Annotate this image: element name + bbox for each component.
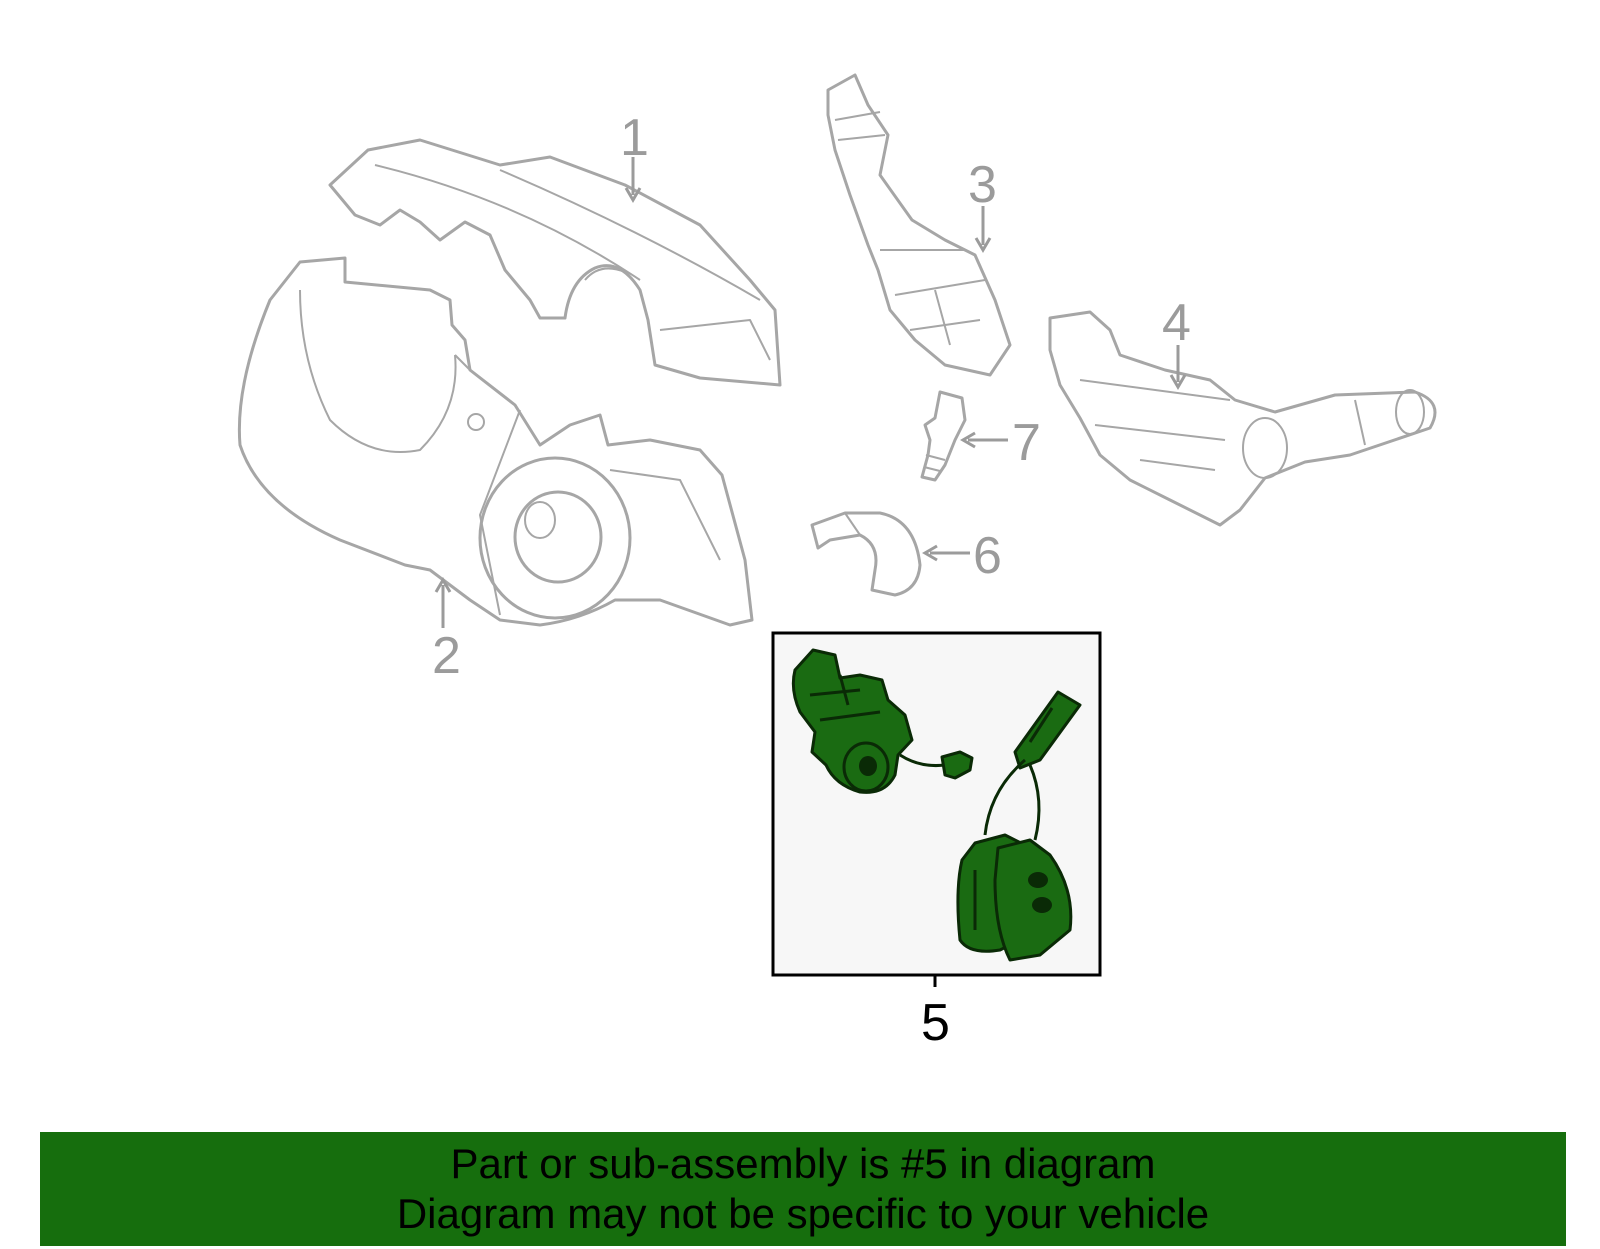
part-5-inset: [771, 631, 1102, 977]
callout-7: 7: [1012, 414, 1041, 472]
part-4-switch-stalk: [1048, 310, 1437, 527]
callout-3: 3: [968, 156, 997, 214]
key-fob-set: [956, 690, 1082, 962]
callout-2: 2: [432, 627, 461, 685]
part-1-upper-shroud: [328, 138, 782, 387]
banner-line-1: Part or sub-assembly is #5 in diagram: [450, 1140, 1156, 1187]
leader-lines: [434, 157, 1187, 987]
banner-line-2: Diagram may not be specific to your vehi…: [396, 1190, 1210, 1237]
callout-5: 5: [921, 994, 950, 1052]
info-banner: Part or sub-assembly is #5 in diagram Di…: [40, 1132, 1566, 1246]
callout-6: 6: [973, 527, 1002, 585]
part-2-lower-shroud: [237, 256, 754, 627]
part-3-switch-stalk: [826, 73, 1012, 377]
part-7-bolt: [920, 390, 967, 482]
part-6-clip: [810, 511, 922, 597]
callout-1: 1: [620, 109, 649, 167]
ignition-lock-cylinder: [791, 648, 974, 794]
callout-4: 4: [1162, 294, 1191, 352]
